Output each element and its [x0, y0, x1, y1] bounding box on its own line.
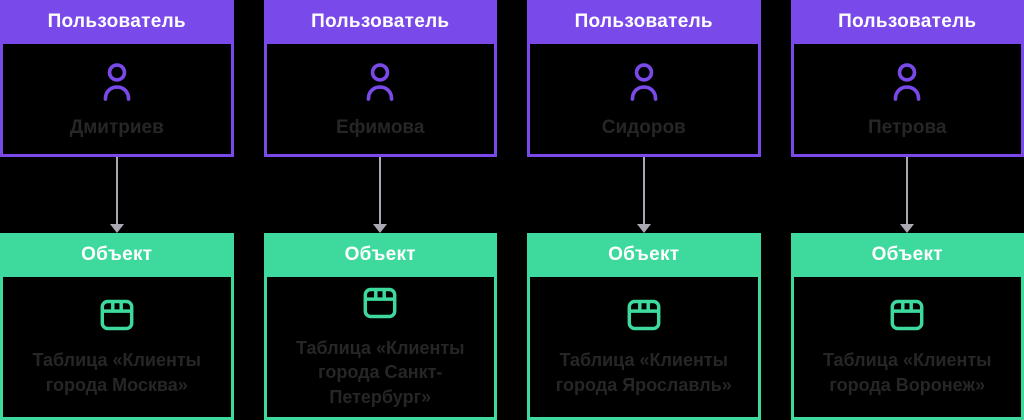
user-node-header-label: Пользователь — [574, 11, 713, 32]
object-node-header: Объект — [527, 233, 761, 277]
table-icon — [890, 299, 924, 331]
object-node-header-label: Объект — [81, 244, 153, 265]
arrow-down-icon — [109, 224, 124, 233]
user-node-header: Пользователь — [527, 0, 761, 44]
object-node: Объект Таблица «Клиенты города Москва» — [0, 233, 234, 420]
user-node-body: Сидоров — [527, 44, 761, 157]
person-outline-icon — [366, 62, 394, 101]
user-node-header: Пользователь — [263, 0, 497, 44]
user-node-body: Дмитриев — [0, 44, 234, 157]
diagram-column: Пользователь Ефимова Объект — [263, 0, 498, 420]
person-outline-icon — [893, 62, 921, 101]
user-name: Дмитриев — [69, 116, 164, 138]
object-node: Объект Таблица «Клиенты города Ярославль… — [527, 233, 761, 420]
object-node-body: Таблица «Клиенты города Москва» — [0, 277, 234, 420]
object-node-header: Объект — [0, 233, 234, 277]
user-node: Пользователь Ефимова — [263, 0, 497, 157]
user-node: Пользователь Дмитриев — [0, 0, 234, 157]
flow-connector — [527, 157, 761, 233]
arrow-down-icon — [373, 224, 388, 233]
user-node: Пользователь Петрова — [790, 0, 1024, 157]
object-node: Объект Таблица «Клиенты города Воронеж» — [790, 233, 1024, 420]
user-node-header: Пользователь — [790, 0, 1024, 44]
object-node-header-label: Объект — [608, 244, 680, 265]
table-icon — [627, 299, 661, 331]
user-node-body: Ефимова — [263, 44, 497, 157]
object-node-body: Таблица «Клиенты города Ярославль» — [527, 277, 761, 420]
user-node: Пользователь Сидоров — [527, 0, 761, 157]
user-node-header-label: Пользователь — [311, 11, 450, 32]
diagram-column: Пользователь Петрова Объект — [790, 0, 1024, 420]
user-node-header: Пользователь — [0, 0, 234, 44]
object-label: Таблица «Клиенты города Санкт-Петербург» — [295, 338, 465, 407]
user-node-header-label: Пользователь — [47, 11, 186, 32]
arrow-down-icon — [636, 224, 651, 233]
object-node-body: Таблица «Клиенты города Воронеж» — [790, 277, 1024, 420]
user-name: Ефимова — [336, 116, 425, 138]
arrow-line — [115, 157, 118, 224]
user-name: Петрова — [868, 116, 947, 138]
object-node-body: Таблица «Клиенты города Санкт-Петербург» — [263, 277, 497, 420]
diagram-column: Пользователь Дмитриев Объект — [0, 0, 234, 420]
arrow-line — [379, 157, 382, 224]
object-node-header: Объект — [790, 233, 1024, 277]
arrow-down-icon — [900, 224, 915, 233]
object-label: Таблица «Клиенты города Москва» — [32, 350, 202, 395]
object-label: Таблица «Клиенты города Ярославль» — [555, 350, 732, 395]
table-icon — [100, 299, 134, 331]
object-node-header: Объект — [263, 233, 497, 277]
arrow-line — [642, 157, 645, 224]
object-node-header-label: Объект — [871, 244, 943, 265]
flow-connector — [264, 157, 498, 233]
object-node: Объект Таблица «Клиенты города Санкт-Пет… — [263, 233, 497, 420]
diagram-column: Пользователь Сидоров Объект — [527, 0, 761, 420]
user-name: Сидоров — [601, 116, 686, 138]
person-outline-icon — [103, 62, 131, 101]
flow-connector — [0, 157, 234, 233]
user-node-body: Петрова — [790, 44, 1024, 157]
person-outline-icon — [630, 62, 658, 101]
table-icon — [363, 287, 397, 319]
object-label: Таблица «Клиенты города Воронеж» — [822, 350, 992, 395]
flow-connector — [791, 157, 1024, 233]
arrow-line — [906, 157, 909, 224]
user-node-header-label: Пользователь — [838, 11, 977, 32]
object-node-header-label: Объект — [344, 244, 416, 265]
